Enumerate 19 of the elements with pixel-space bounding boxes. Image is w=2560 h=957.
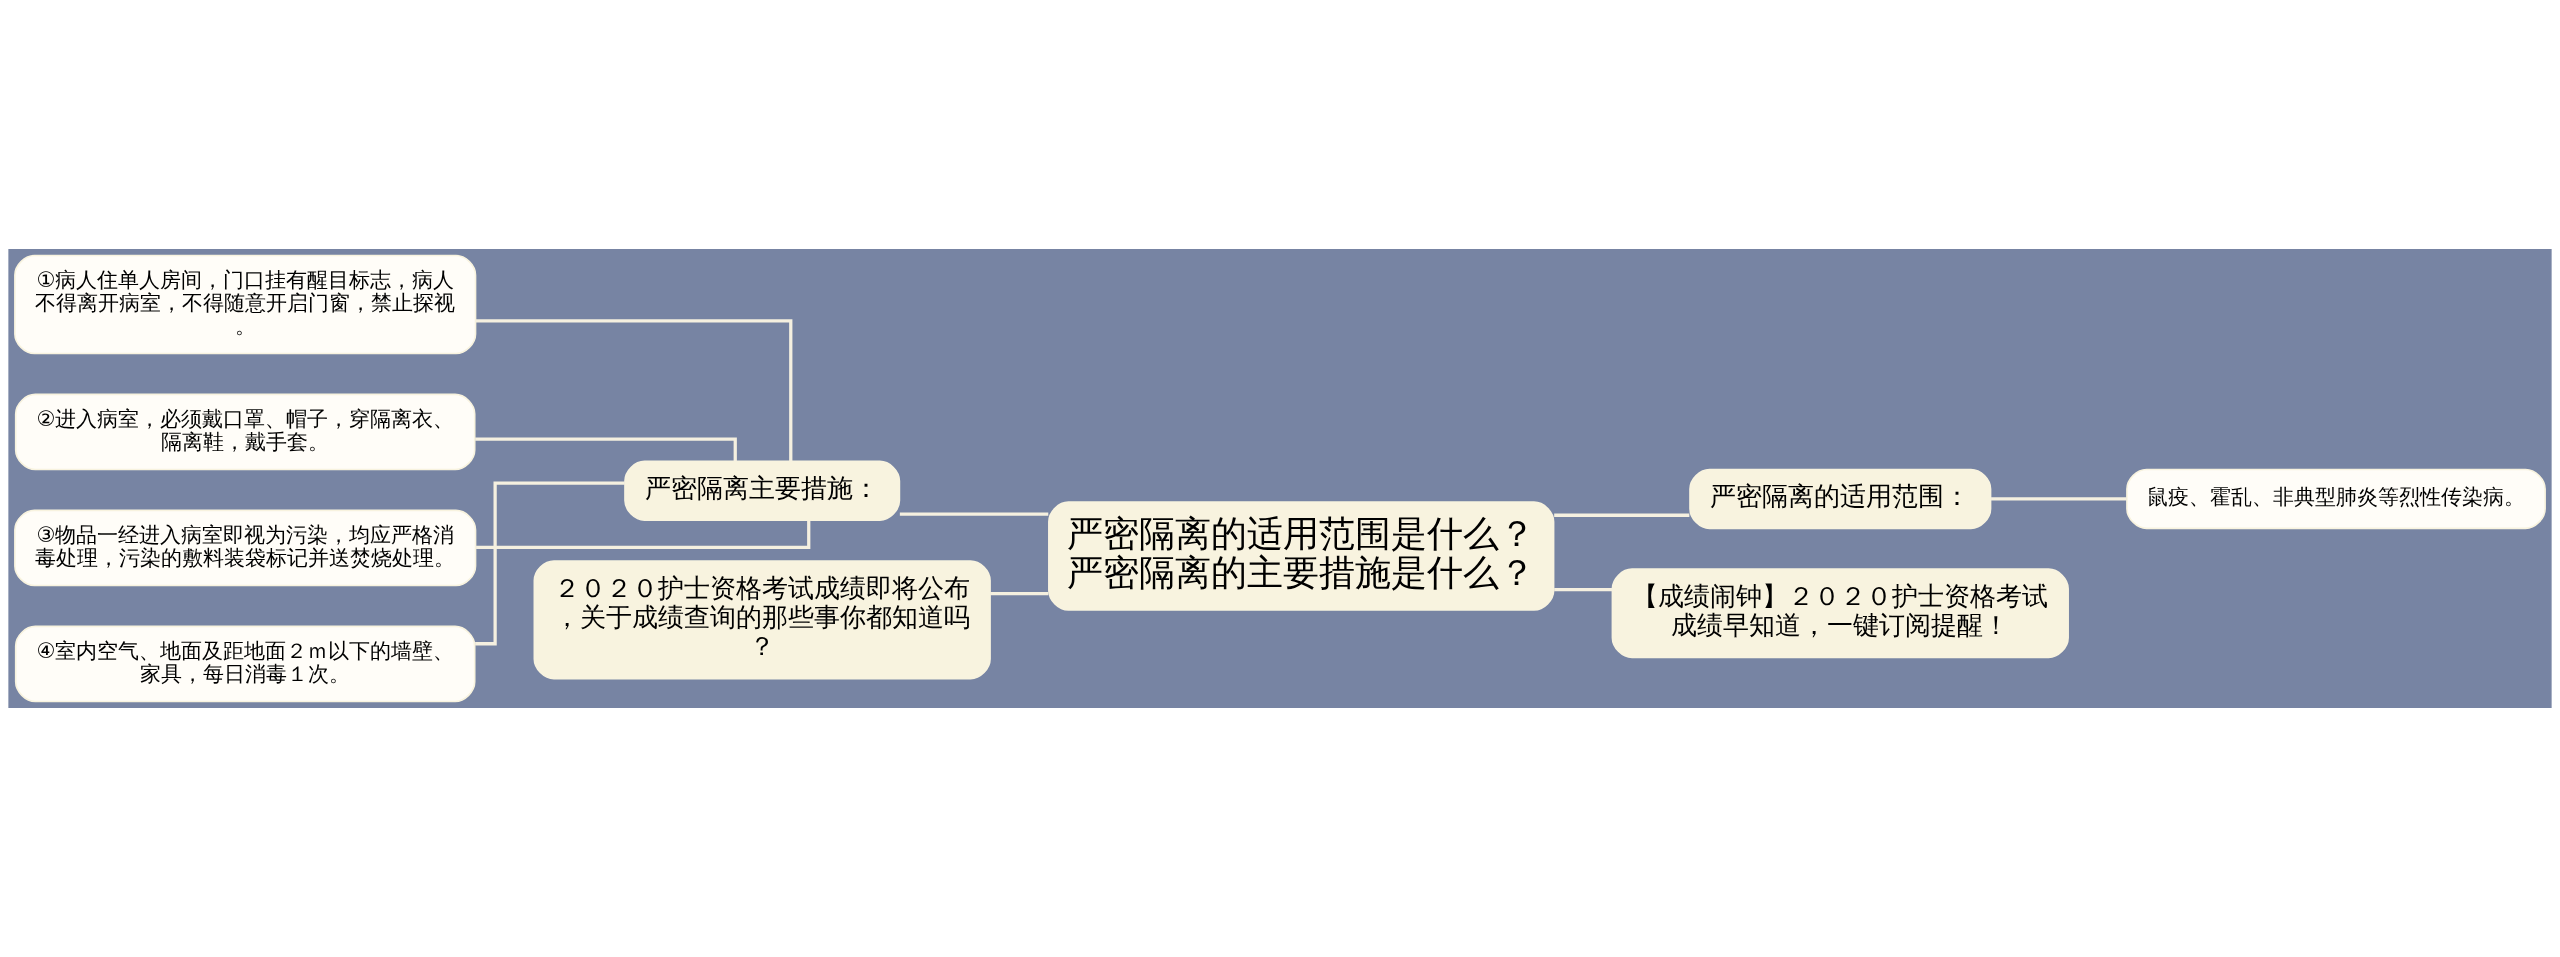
node-box: ④室内空气、地面及距地面２ｍ以下的墙壁、家具，每日消毒１次。 <box>14 625 476 703</box>
connector <box>1554 513 1690 517</box>
connector <box>1554 587 1613 592</box>
connector <box>475 481 625 646</box>
connector <box>1991 497 2127 501</box>
node-box: ②进入病室，必须戴口罩、帽子，穿隔离衣、隔离鞋，戴手套。 <box>14 393 476 471</box>
node-box: ①病人住单人房间，门口挂有醒目标志，病人不得离开病室，不得随意开启门窗，禁止探视。 <box>14 254 477 355</box>
connector <box>476 520 811 549</box>
connector <box>475 437 737 462</box>
node-box: 严密隔离主要措施： <box>624 460 901 521</box>
node-box: 【成绩闹钟】２０２０护士资格考试成绩早知道，一键订阅提醒！ <box>1611 568 2069 659</box>
connector <box>475 319 793 462</box>
node-box: 鼠疫、霍乱、非典型肺炎等烈性传染病。 <box>2126 468 2546 530</box>
connector <box>990 592 1049 596</box>
node-box: 严密隔离的适用范围： <box>1689 468 1992 530</box>
node-box: 严密隔离的适用范围是什么？严密隔离的主要措施是什么？ <box>1048 501 1555 611</box>
node-box: ２０２０护士资格考试成绩即将公布，关于成绩查询的那些事你都知道吗？ <box>533 560 991 680</box>
node-box: ③物品一经进入病室即视为污染，均应严格消毒处理，污染的敷料装袋标记并送焚烧处理。 <box>14 509 477 587</box>
connector <box>899 512 1049 516</box>
